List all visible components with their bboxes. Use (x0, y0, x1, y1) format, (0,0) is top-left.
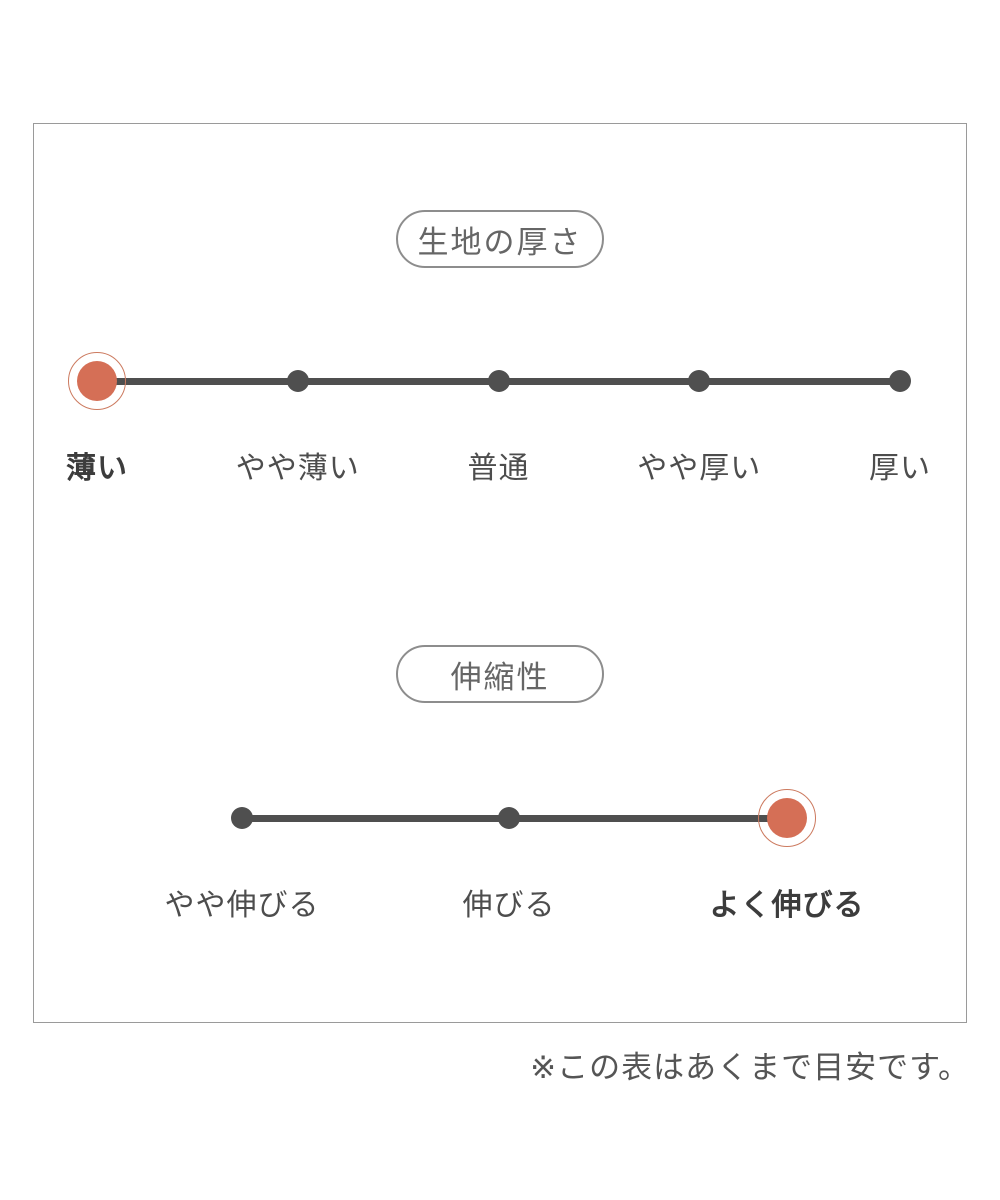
stretch-label-very: よく伸びる (709, 889, 865, 922)
stretch-label-somewhat: やや伸びる (164, 889, 320, 922)
stretch-label-stretches: 伸びる (462, 889, 556, 922)
thickness-dot (487, 370, 510, 392)
stretch-scale: やや伸びる 伸びる よく伸びる (165, 788, 864, 923)
disclaimer-note: ※この表はあくまで目安です。 (530, 1050, 970, 1085)
thickness-label-somewhat-thin: やや薄い (235, 452, 360, 485)
stretch-dot (231, 807, 253, 829)
thickness-label-thin: 薄い (66, 452, 128, 485)
thickness-title-pill: 生地の厚さ (396, 210, 604, 268)
stretch-title-pill: 伸縮性 (396, 645, 604, 703)
thickness-label-normal: 普通 (467, 452, 530, 485)
thickness-label-somewhat-thick: やや厚い (637, 452, 762, 485)
stretch-selected-dot (767, 798, 807, 838)
thickness-selected-ring (68, 352, 126, 410)
thickness-selected-dot (77, 361, 117, 401)
thickness-dot (688, 370, 711, 392)
stretch-selected-ring (758, 789, 816, 847)
thickness-title: 生地の厚さ (417, 224, 583, 260)
chart-border-box: 生地の厚さ 薄い やや薄い 普通 やや厚い 厚い 伸縮性 やや伸 (33, 123, 967, 1023)
stretch-title: 伸縮性 (450, 659, 550, 695)
thickness-dot (286, 370, 309, 392)
stretch-dot (498, 807, 521, 829)
thickness-scale: 薄い やや薄い 普通 やや厚い 厚い (66, 351, 930, 486)
thickness-label-thick: 厚い (869, 452, 931, 485)
thickness-dot (889, 370, 911, 392)
